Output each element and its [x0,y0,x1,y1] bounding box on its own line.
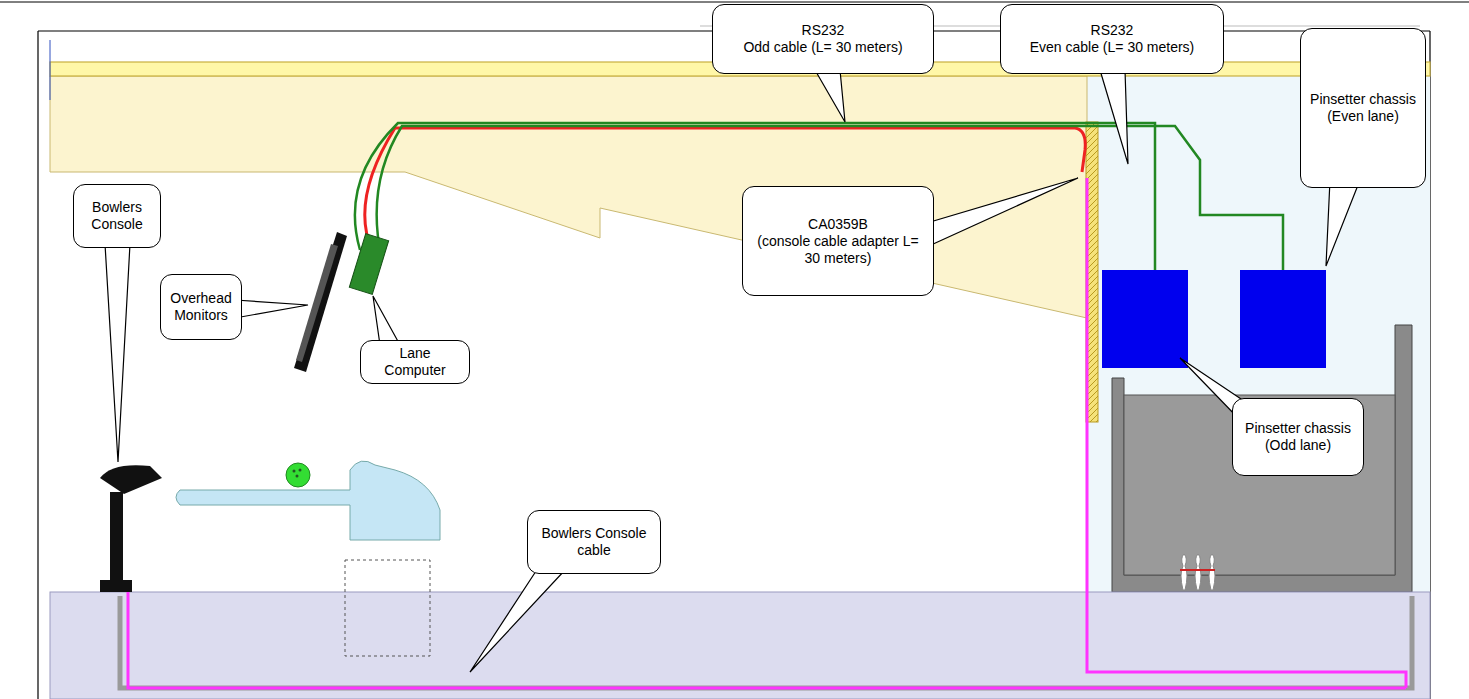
floor [50,592,1430,699]
ball-return [176,461,440,540]
callout-text: Bowlers Console cable [534,525,654,559]
callout-text: Pinsetter chassis (Even lane) [1307,91,1419,125]
callout-text: Even cable (L= 30 meters) [1030,39,1195,56]
pinsetter-chassis-odd [1102,270,1188,368]
callout-text: Bowlers Console [80,199,154,233]
bowling-pins [1180,554,1215,590]
pin-deck [1124,395,1395,575]
callout-box: CA0359B(console cable adapter L= 30 mete… [742,186,934,296]
monitor-screen [296,244,338,362]
callout-tails [105,70,1360,672]
callout-text: Odd cable (L= 30 meters) [743,39,902,56]
callout-text: (console cable adapter L= 30 meters) [749,233,927,267]
callout-text: RS232 [1091,22,1134,39]
callout-text: CA0359B [808,216,868,233]
adapter-cable [365,128,1086,250]
callout-box: Pinsetter chassis (Odd lane) [1232,398,1364,476]
callout-box: Bowlers Console [73,184,161,248]
callout-box: Lane Computer [360,340,470,384]
callout-text: Lane Computer [367,345,463,379]
frame-line [37,31,38,699]
callout-box: RS232Even cable (L= 30 meters) [1000,4,1224,74]
cable-trench [120,596,1412,688]
callout-text: RS232 [802,22,845,39]
pinsetter-chassis-even [1240,270,1326,368]
page-rule [0,2,1469,3]
callout-box: Bowlers Console cable [527,510,661,574]
lane-computer [349,234,388,295]
bowling-ball [286,463,310,487]
bowlers-console [100,465,162,592]
console-cable [128,178,1406,688]
callout-text: Overhead Monitors [167,290,235,324]
callout-box: RS232Odd cable (L= 30 meters) [712,4,934,74]
cables [128,123,1406,688]
callout-box: Overhead Monitors [160,274,242,340]
overhead-monitor [294,232,347,372]
callout-text: Pinsetter chassis (Odd lane) [1239,420,1357,454]
ball-return-pit [345,560,430,656]
wall-line [50,40,51,100]
callout-box: Pinsetter chassis (Even lane) [1300,28,1426,188]
